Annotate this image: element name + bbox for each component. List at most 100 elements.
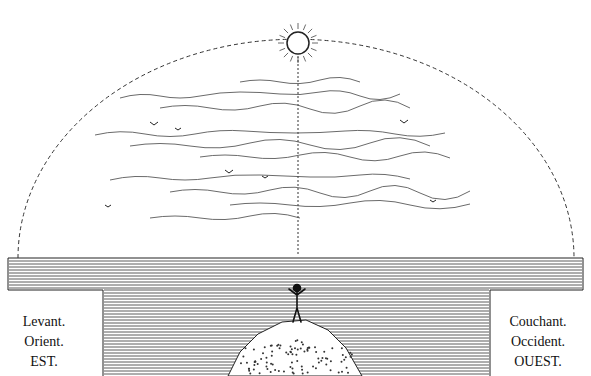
direction-label: EST.: [30, 354, 57, 370]
stipple-dot: [315, 351, 317, 353]
stipple-dot: [248, 370, 250, 372]
sun: [287, 32, 309, 54]
direction-label: Occident.: [511, 334, 565, 350]
hatch-line: [9, 279, 582, 280]
stipple-dot: [240, 362, 242, 364]
rock: [228, 320, 362, 376]
stipple-dot: [287, 353, 289, 355]
stipple-dot: [317, 357, 319, 359]
stipple-dot: [277, 344, 279, 346]
hatch-line: [280, 35, 286, 37]
stipple-dot: [320, 360, 322, 362]
stipple-dot: [323, 351, 325, 353]
stipple-dot: [349, 352, 351, 354]
stipple-dot: [346, 367, 348, 369]
hatch-line: [303, 56, 305, 62]
stipple-dot: [314, 346, 316, 348]
hatch-line: [303, 25, 305, 31]
stipple-dot: [342, 354, 344, 356]
hatch-line: [9, 282, 582, 283]
stipple-dot: [262, 352, 264, 354]
stipple-dot: [308, 347, 310, 349]
stipple-dot: [279, 347, 281, 349]
stipple-dot: [270, 371, 272, 373]
stipple-dot: [301, 369, 303, 371]
stipple-dot: [271, 350, 273, 352]
stipple-dot: [271, 345, 273, 347]
hatch-line: [278, 43, 284, 44]
stipple-dot: [260, 358, 262, 360]
stipple-dot: [279, 344, 281, 346]
stipple-dot: [338, 372, 340, 374]
stipple-dot: [270, 345, 272, 347]
stipple-dot: [249, 373, 251, 375]
hatch-line: [284, 53, 288, 57]
hatch-line: [280, 48, 286, 50]
stipple-dot: [248, 368, 250, 370]
stipple-dot: [248, 368, 250, 370]
stipple-dot: [303, 350, 305, 352]
rock-stipple: [240, 339, 353, 374]
stipple-dot: [253, 369, 255, 371]
stipple-dot: [291, 362, 293, 364]
stipple-dot: [302, 373, 304, 375]
hatch-line: [104, 317, 489, 318]
stipple-dot: [294, 347, 296, 349]
stipple-dot: [302, 344, 304, 346]
stipple-dot: [290, 351, 292, 353]
stipple-dot: [293, 373, 295, 375]
direction-label: Couchant.: [509, 314, 566, 330]
clouds: [95, 77, 470, 219]
hatch-line: [298, 57, 299, 63]
stipple-dot: [301, 341, 303, 343]
hatch-line: [104, 341, 489, 342]
birds: [105, 120, 436, 207]
stipple-dot: [246, 362, 248, 364]
stipple-dot: [307, 371, 309, 373]
stipple-dot: [253, 364, 255, 366]
stipple-dot: [295, 340, 297, 342]
stipple-dot: [289, 366, 291, 368]
stipple-dot: [297, 349, 299, 351]
stipple-dot: [351, 353, 353, 355]
stipple-dot: [257, 363, 259, 365]
direction-label: Orient.: [24, 334, 63, 350]
hatch-line: [284, 29, 288, 33]
stipple-dot: [347, 372, 349, 374]
stipple-dot: [330, 360, 332, 362]
stipple-dot: [341, 371, 343, 373]
hatch-line: [9, 270, 582, 271]
stipple-dot: [341, 347, 343, 349]
stipple-dot: [308, 346, 310, 348]
stipple-dot: [301, 366, 303, 368]
hatch-line: [9, 276, 582, 277]
stipple-dot: [242, 355, 244, 357]
stipple-dot: [307, 350, 309, 352]
sun-vertical: [298, 56, 299, 256]
stipple-dot: [300, 348, 302, 350]
hatch-line: [104, 314, 489, 315]
stipple-dot: [264, 346, 266, 348]
stipple-dot: [321, 357, 323, 359]
stipple-dot: [254, 361, 256, 363]
stipple-dot: [325, 357, 327, 359]
direction-label: OUEST.: [514, 354, 562, 370]
hatch-line: [311, 48, 317, 50]
stipple-dot: [254, 360, 256, 362]
hatch-line: [312, 43, 318, 44]
stipple-dot: [325, 363, 327, 365]
hatch-line: [298, 23, 299, 29]
stipple-dot: [259, 372, 261, 374]
hatch-line: [9, 267, 582, 268]
stipple-dot: [254, 361, 256, 363]
stipple-dot: [291, 353, 293, 355]
hatch-line: [290, 25, 292, 31]
stipple-dot: [290, 346, 292, 348]
stipple-dot: [274, 369, 276, 371]
stipple-dot: [318, 361, 320, 363]
stipple-dot: [266, 362, 268, 364]
hatch-line: [9, 264, 582, 265]
stipple-dot: [343, 359, 345, 361]
hatch-line: [308, 53, 312, 57]
